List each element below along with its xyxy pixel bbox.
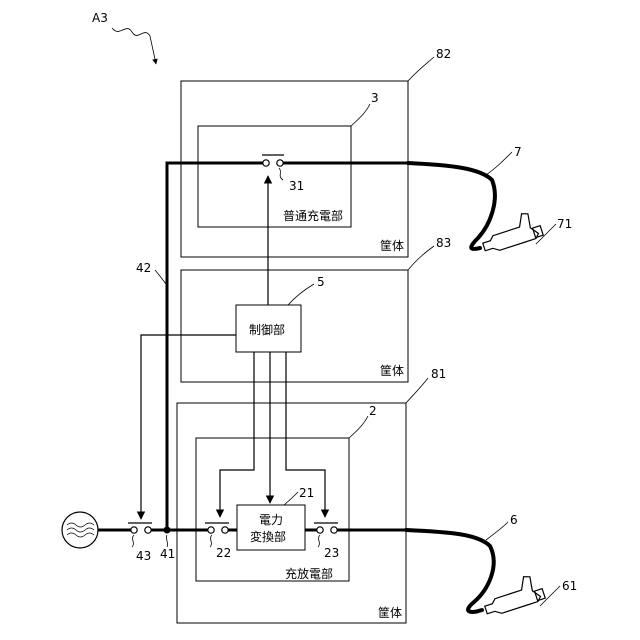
junction-41-dot (164, 527, 171, 534)
housing-81-ref: 81 (431, 367, 446, 381)
cable-7-wire (408, 163, 495, 249)
connector-71-shape (478, 211, 540, 255)
switch-43-ref: 43 (136, 549, 151, 563)
line-41: 41 (160, 527, 175, 562)
switch-22-terminal-left (208, 527, 214, 533)
cable-7: 7 (408, 145, 522, 249)
switch-43-leader (132, 535, 134, 547)
signal-to-switch-22 (220, 352, 254, 517)
switch-43: 43 (128, 523, 152, 563)
switch-23-terminal-right (331, 527, 337, 533)
figure-label: A3 (92, 11, 156, 64)
cable-6-leader (486, 522, 508, 540)
control-unit: 制御部 5 (236, 275, 325, 352)
normal-charger-unit: 普通充電部 3 (198, 91, 379, 227)
power-converter-leader (284, 492, 298, 505)
switch-23: 23 (314, 523, 339, 560)
housing-83-leader (408, 246, 434, 270)
ac-source (62, 512, 98, 548)
housing-82: 筐体 82 (181, 47, 451, 257)
control-unit-leader (288, 284, 314, 305)
connector-61-leader (540, 586, 560, 606)
line-42-leader (155, 270, 166, 284)
control-unit-ref: 5 (317, 275, 325, 289)
cable-6-wire (406, 530, 494, 612)
housing-82-label: 筐体 (380, 238, 404, 253)
switch-31-ref: 31 (289, 179, 304, 193)
power-converter-ref: 21 (299, 486, 314, 500)
switch-22-leader (210, 535, 212, 547)
cable-7-leader (486, 152, 512, 175)
housing-83: 筐体 83 (181, 236, 451, 382)
switch-43-terminal-right (145, 527, 151, 533)
cable-7-ref: 7 (514, 145, 522, 159)
figure-label-arrow (112, 28, 156, 64)
connector-71-ref: 71 (557, 217, 572, 231)
connector-61-ref: 61 (562, 579, 577, 593)
housing-81-label: 筐体 (378, 605, 402, 620)
normal-charger-label: 普通充電部 (283, 208, 343, 223)
switch-23-terminal-left (317, 527, 323, 533)
housing-82-leader (408, 57, 434, 81)
control-unit-label: 制御部 (249, 322, 285, 337)
power-converter-label-line1: 電力 (259, 513, 283, 527)
normal-charger-leader (351, 104, 370, 126)
charge-discharge-leader (349, 416, 368, 438)
line-41-ref: 41 (160, 547, 175, 561)
charge-discharge-label: 充放電部 (285, 566, 333, 581)
housing-82-box (181, 81, 408, 257)
switch-31-terminal-left (263, 160, 269, 166)
switch-31-terminal-right (277, 160, 283, 166)
connector-71-leader (536, 224, 556, 244)
cable-6-ref: 6 (510, 513, 518, 527)
switch-22: 22 (205, 523, 231, 560)
switch-31-leader (279, 168, 283, 180)
power-converter-label-line2: 変換部 (250, 529, 286, 544)
switch-23-ref: 23 (324, 546, 339, 560)
signal-to-switch-43 (141, 335, 236, 519)
housing-83-label: 筐体 (380, 363, 404, 378)
line-42-ref: 42 (136, 261, 151, 275)
line-42: 42 (136, 163, 263, 531)
housing-81-box (177, 403, 406, 623)
housing-83-ref: 83 (436, 236, 451, 250)
power-converter-unit: 電力 変換部 21 (237, 486, 314, 550)
switch-22-ref: 22 (216, 546, 231, 560)
line-41-leader (166, 535, 167, 547)
figure-id-label: A3 (92, 11, 108, 25)
switch-23-leader (318, 535, 320, 547)
charge-discharge-ref: 2 (369, 404, 377, 418)
switch-22-terminal-right (222, 527, 228, 533)
normal-charger-ref: 3 (371, 91, 379, 105)
switch-43-terminal-left (131, 527, 137, 533)
connector-71 (478, 209, 544, 254)
housing-82-ref: 82 (436, 47, 451, 61)
housing-83-box (181, 270, 408, 382)
housing-81-leader (406, 378, 428, 403)
